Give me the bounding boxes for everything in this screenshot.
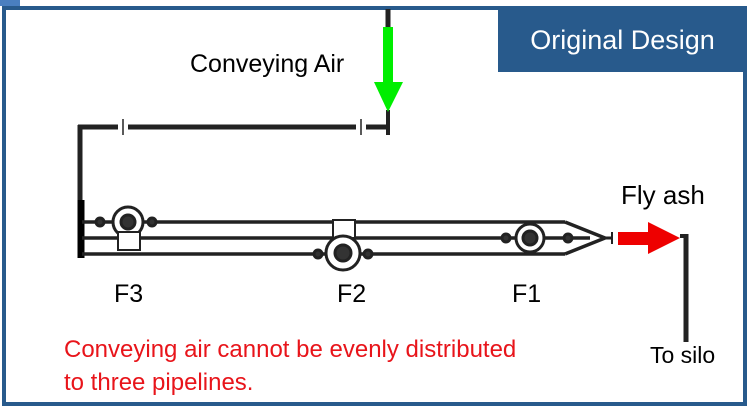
conveying-air-label: Conveying Air [190,50,345,78]
feeder-f1 [500,222,574,254]
conveying-air-arrow [374,27,403,112]
feeder-f2-label: F2 [337,280,367,308]
warning-note: Conveying air cannot be evenly distribut… [64,333,516,399]
warning-note-line1: Conveying air cannot be evenly distribut… [64,336,517,363]
diagram-frame [2,6,747,406]
feeder-f3-label: F3 [114,280,144,308]
title-badge: Original Design [498,9,747,72]
fly-ash-label: Fly ash [621,180,705,210]
to-silo-label: To silo [650,342,716,368]
feeder-f3 [94,205,158,251]
corner-marker [0,0,20,6]
fly-ash-arrow [618,222,680,254]
feeder-f2 [312,219,374,272]
warning-note-line2: to three pipelines. [64,369,254,396]
feeder-f1-label: F1 [512,280,542,308]
